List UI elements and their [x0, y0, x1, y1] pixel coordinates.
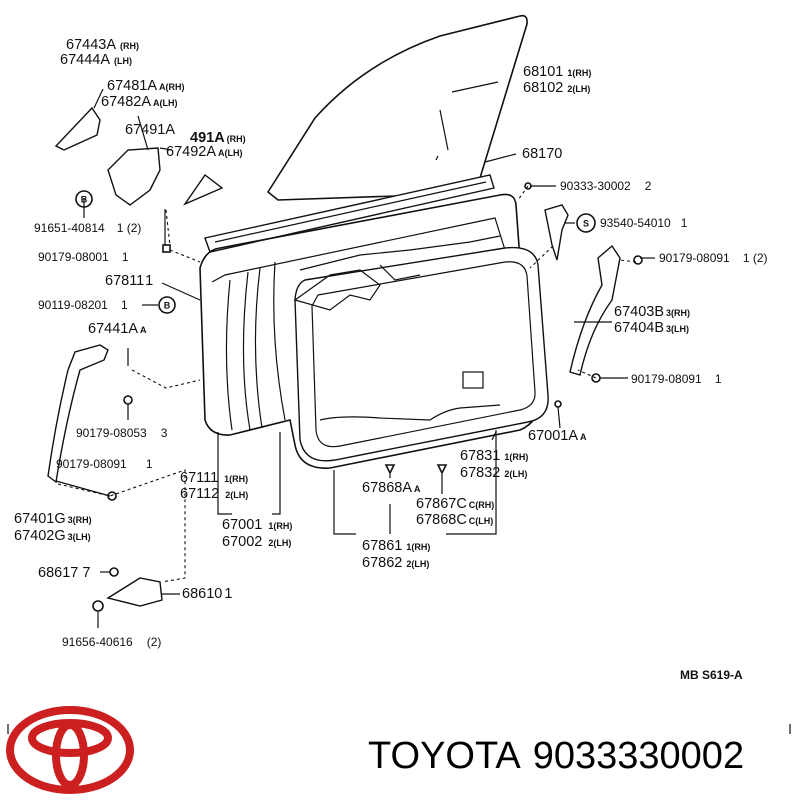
label-491a: 491A(RH) — [190, 130, 246, 146]
marker-b-upper: B — [75, 190, 93, 208]
brand-name: TOYOTA — [368, 735, 521, 777]
corner-piece-upper — [54, 106, 101, 151]
corner-bracket — [107, 147, 161, 206]
marker-b-lower-letter: B — [164, 301, 171, 311]
toyota-logo — [6, 706, 134, 794]
door-check — [106, 577, 163, 607]
trim-pocket — [319, 404, 501, 421]
front-frame-piece — [47, 344, 109, 484]
rear-channel-lower — [569, 244, 621, 376]
diagram-code: MB S619-A — [680, 668, 743, 682]
door-glass — [266, 14, 528, 201]
label-91656-40616: 91656-40616(2) — [62, 635, 161, 649]
belt-moulding — [204, 174, 495, 253]
marker-b-lower: B — [158, 296, 176, 314]
corner-glass-small — [183, 173, 224, 206]
label-67443a: 67443A(RH) — [66, 37, 139, 53]
toyota-logo-stem — [52, 721, 88, 789]
rear-channel-upper — [544, 204, 569, 261]
part-number: 9033330002 — [532, 735, 745, 777]
marker-s-letter: S — [583, 219, 589, 229]
label-68170: 68170 — [522, 146, 562, 162]
marker-s: S — [576, 213, 596, 233]
label-67444a: 67444A(LH) — [60, 52, 132, 68]
door-inner-frame — [211, 217, 506, 431]
toyota-logo-outer-ring — [6, 706, 134, 794]
regulator-assembly — [293, 264, 421, 311]
label-67491a: 67491A — [125, 122, 175, 138]
door-glass-inner — [435, 109, 449, 161]
brand-footer: TOYOTA 9033330002 — [368, 735, 756, 778]
door-trim-panel — [294, 246, 549, 462]
marker-b-upper-letter: B — [81, 195, 88, 205]
